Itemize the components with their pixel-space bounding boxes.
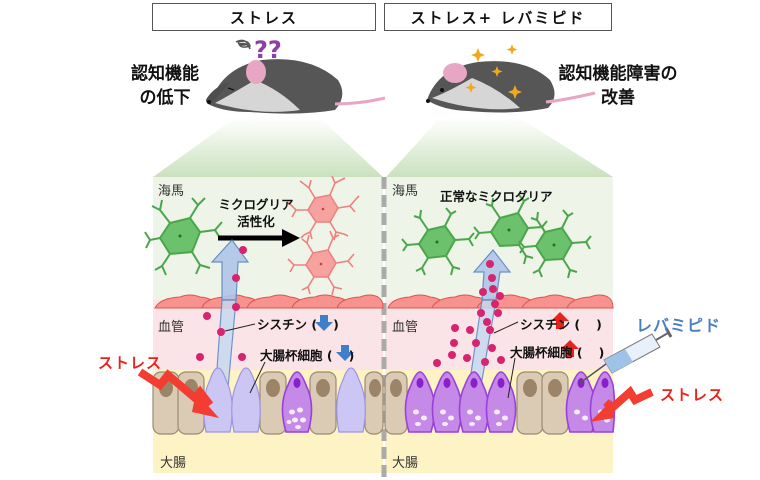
right-outcome-line1: 認知機能障害の [558,64,678,84]
header-stress-rebamipide-label: ストレス+ レバミピド [410,8,586,27]
left-outcome-label: 認知機能 の低下 [120,62,210,110]
left-outcome-line1: 認知機能 [131,64,199,84]
microglia-activation-arrow [218,229,300,247]
right-goblet-cell-label: 大腸杯細胞 () [510,342,604,361]
rebamipide-label: レバミピド [636,316,722,335]
question-marks-icon: ?? [254,36,282,64]
right-colon-epithelium [384,371,616,435]
normal-microglia-label: 正常なミクログリア [440,189,553,204]
header-stress-rebamipide: ストレス+ レバミピド [384,3,612,31]
cystine-down-arrow-icon [315,315,333,331]
left-goblet-cell-label: 大腸杯細胞 () [260,345,354,364]
header-stress-label: ストレス [229,8,298,27]
goblet-up-arrow-icon [561,340,579,357]
left-vessel-label: 血管 [158,320,185,335]
goblet-down-arrow-icon [336,345,354,361]
left-cystine-label: シスチン () [257,314,339,333]
right-goblet-text: 大腸杯細胞 ( [510,345,583,360]
right-vessel-label: 血管 [392,320,419,335]
left-stress-label: ストレス [98,354,163,372]
right-stress-arrow [590,385,654,422]
left-cystine-dots [196,246,247,361]
left-goblet-close: ) [348,348,355,363]
header-stress: ストレス [152,3,376,31]
right-stress-label: ストレス [660,386,725,404]
right-projection-beam [386,118,613,177]
microglia-activation-line2: 活性化 [237,214,275,229]
left-stress-arrow [137,368,219,418]
right-cystine-label: シスチン () [520,314,602,333]
right-outcome-label: 認知機能障害の 改善 [548,62,688,110]
microglia-activation-label: ミクログリア 活性化 [216,196,296,230]
right-cystine-close: ) [596,317,602,332]
left-goblet-text: 大腸杯細胞 ( [260,348,333,363]
right-colon-label: 大腸 [392,456,419,471]
left-cystine-text: シスチン ( [257,317,318,332]
left-hippocampus-label: 海馬 [158,184,185,199]
right-hippocampus-label: 海馬 [392,184,419,199]
microglia-activation-line1: ミクログリア [218,197,294,212]
left-outcome-line2: の低下 [139,88,191,108]
left-colon-epithelium [152,367,384,435]
right-mouse-illustration [426,44,596,113]
pointer-lines [224,321,519,399]
cystine-up-arrow-icon [551,312,569,329]
left-cystine-close: ) [333,317,339,332]
right-cystine-text: シスチン ( [520,317,581,332]
right-outcome-line2: 改善 [601,88,635,108]
left-colon-label: 大腸 [160,456,187,471]
syringe-icon [579,327,673,384]
right-cystine-dots [433,260,505,367]
left-vessel-wall [154,294,384,309]
right-vessel-wall [387,294,614,309]
right-goblet-close: ) [598,345,605,360]
left-mouse-illustration [206,39,386,114]
left-projection-beam [153,118,383,177]
